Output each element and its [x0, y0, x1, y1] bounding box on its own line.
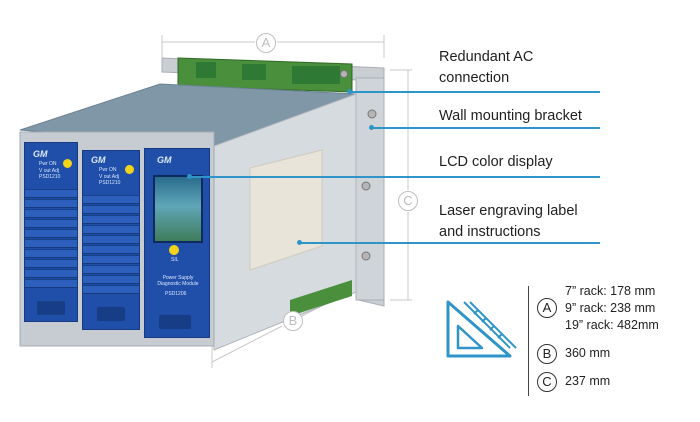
dimension-b-marker: B — [283, 311, 303, 331]
callout-dot-label — [297, 240, 302, 245]
spec-b-value: 360 mm — [565, 346, 611, 360]
power-module-2: GM Pwr ON V out Adj PSD1210 — [82, 150, 140, 330]
callout-wall-bracket: Wall mounting bracket — [439, 106, 582, 127]
module-1-brand: GM — [33, 149, 48, 159]
callout-line-label — [300, 242, 600, 244]
module-1-model: PSD1210 — [39, 174, 61, 180]
module-2-brand: GM — [91, 155, 106, 165]
callout-laser-line2: and instructions — [439, 224, 541, 240]
module-3-brand: GM — [157, 155, 172, 165]
callout-lcd-line1: LCD color display — [439, 154, 553, 170]
spec-c-value: 237 mm — [565, 374, 611, 388]
callout-dot-lcd — [187, 174, 192, 179]
power-module-1: GM Pwr ON V out Adj PSD1210 — [24, 142, 78, 322]
callout-lcd-display: LCD color display — [439, 152, 553, 173]
dimension-c-marker: C — [398, 191, 418, 211]
set-square-ruler-icon — [446, 300, 517, 358]
callout-laser-line1: Laser engraving label — [439, 203, 578, 219]
module-2-ex-badge — [125, 165, 134, 174]
callout-ac-line2: connection — [439, 70, 510, 86]
module-3-handle[interactable] — [159, 315, 191, 329]
module-2-pwr-on: Pwr ON — [99, 167, 117, 173]
module-1-vout: V out Adj — [39, 168, 60, 174]
callout-line-ac — [350, 91, 600, 93]
callout-dot-ac — [347, 89, 352, 94]
callout-laser-label: Laser engraving label and instructions — [439, 201, 578, 243]
callout-dot-bracket — [369, 125, 374, 130]
module-3-model: PSD1206 — [165, 291, 187, 297]
callout-ac-connection: Redundant AC connection — [439, 47, 533, 89]
module-1-handle[interactable] — [37, 301, 65, 315]
diagnostic-module: GM SIL Power Supply Diagnostic Module PS… — [144, 148, 210, 338]
module-1-vents — [25, 189, 77, 293]
spec-a-rack7: 7” rack: 178 mm — [565, 284, 656, 298]
module-3-sil: SIL — [171, 257, 179, 263]
spec-a-rack9: 9” rack: 238 mm — [565, 301, 656, 315]
module-2-vents — [83, 195, 139, 299]
lcd-display — [153, 175, 203, 243]
callout-line-lcd — [190, 176, 600, 178]
callout-bracket-line1: Wall mounting bracket — [439, 108, 582, 124]
module-3-title: Power Supply Diagnostic Module — [157, 275, 199, 287]
spec-b-letter: B — [537, 344, 557, 364]
callout-ac-line1: Redundant AC — [439, 49, 534, 65]
dimensions-divider — [528, 286, 529, 396]
dimension-a-marker: A — [256, 33, 276, 53]
module-1-ex-badge — [63, 159, 72, 168]
module-3-ex-badge — [169, 245, 179, 255]
module-2-model: PSD1210 — [99, 180, 121, 186]
spec-c-letter: C — [537, 372, 557, 392]
device-illustration: GM Pwr ON V out Adj PSD1210 GM Pwr ON V … — [19, 35, 412, 368]
spec-a-rack19: 19” rack: 482mm — [565, 318, 659, 332]
module-2-vout: V out Adj — [99, 174, 120, 180]
module-2-handle[interactable] — [97, 307, 125, 321]
spec-a-letter: A — [537, 298, 557, 318]
callout-line-bracket — [372, 127, 600, 129]
module-1-pwr-on: Pwr ON — [39, 161, 57, 167]
